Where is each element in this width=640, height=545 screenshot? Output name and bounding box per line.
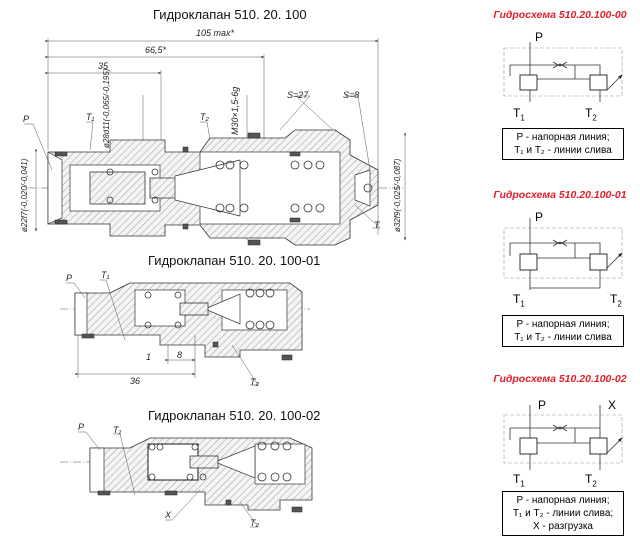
- legend-line: X - разгрузка: [533, 521, 593, 532]
- dim-label-8: 8: [177, 350, 183, 360]
- scheme-title-01: Гидросхема 510.20.100-01: [493, 189, 627, 201]
- scheme-title-02: Гидросхема 510.20.100-02: [493, 373, 627, 385]
- dim-label-thread: M30×1,5-6g: [230, 86, 240, 135]
- port-label-t2-01: T₂: [250, 377, 259, 387]
- port-label-p: P: [23, 114, 30, 124]
- scheme-title-00: Гидросхема 510.20.100-00: [493, 9, 627, 21]
- dim-label-66-5: 66,5*: [145, 45, 167, 55]
- port-label-t2-02: T₂: [250, 518, 259, 528]
- scheme-port-x-02: X: [608, 398, 617, 412]
- scheme-port-p-01: P: [535, 210, 544, 224]
- scheme-02: [503, 405, 623, 470]
- drawing-510-20-100: [24, 38, 406, 246]
- port-label-t2: T₂: [200, 112, 209, 122]
- scheme-port-p-00: P: [535, 30, 544, 44]
- scheme-port-t1-02: T1: [513, 472, 525, 489]
- port-label-p-02: P: [78, 422, 85, 432]
- legend-line: P - напорная линия;: [516, 132, 610, 143]
- dim-label-1: 1: [146, 352, 152, 362]
- dim-label-bore: ø28d11(-0,065/-0,195): [102, 68, 111, 148]
- dim-label-right-dia: ø32f9(-0,025/-0,087): [393, 158, 402, 232]
- port-label-t1-02: T₁: [113, 425, 122, 435]
- scheme-01: [503, 218, 623, 290]
- drawing-title-100-02: Гидроклапан 510. 20. 100-02: [148, 408, 321, 423]
- port-label-x-02: X: [165, 510, 172, 520]
- scheme-legend-01: P - напорная линия; T₁ и T₂ - линии слив…: [502, 315, 624, 347]
- scheme-legend-00: P - напорная линия; T₁ и T₂ - линии слив…: [502, 128, 624, 160]
- legend-line: T₁ и T₂ - линии слива: [514, 332, 612, 343]
- port-label-p-01: P: [66, 273, 73, 283]
- dim-label-left-dia: ø22f7(-0,020/-0,041): [20, 158, 29, 232]
- port-label-t1-01: T₁: [101, 270, 110, 280]
- port-label-t: T: [374, 220, 380, 230]
- dim-label-36: 36: [130, 376, 141, 386]
- dim-label-35: 35: [98, 61, 109, 71]
- dim-label-105: 105 max*: [196, 28, 235, 38]
- scheme-port-t2-01: T2: [610, 292, 622, 309]
- dim-label-s27: S=27: [287, 90, 309, 100]
- scheme-port-t2-02: T2: [585, 472, 597, 489]
- drawing-510-20-100-02: [60, 431, 313, 528]
- scheme-00: [503, 42, 623, 102]
- drawing-title-100-01: Гидроклапан 510. 20. 100-01: [148, 253, 321, 268]
- drawing-510-20-100-01: [60, 279, 310, 386]
- legend-line: T₁ и T₂ - линии слива: [514, 145, 612, 156]
- legend-line: T₁ и T₂ - линии слива;: [512, 508, 614, 519]
- scheme-port-t2-00: T2: [585, 106, 597, 123]
- drawing-title-100: Гидроклапан 510. 20. 100: [153, 7, 307, 22]
- legend-line: P - напорная линия;: [516, 319, 610, 330]
- dim-label-s8: S=8: [343, 90, 360, 100]
- scheme-port-p-02: P: [538, 398, 547, 412]
- scheme-port-t1-01: T1: [513, 292, 525, 309]
- scheme-port-t1-00: T1: [513, 106, 525, 123]
- port-label-t1: T₁: [86, 112, 95, 122]
- scheme-legend-02: P - напорная линия; T₁ и T₂ - линии слив…: [502, 491, 624, 536]
- legend-line: P - напорная линия;: [516, 495, 610, 506]
